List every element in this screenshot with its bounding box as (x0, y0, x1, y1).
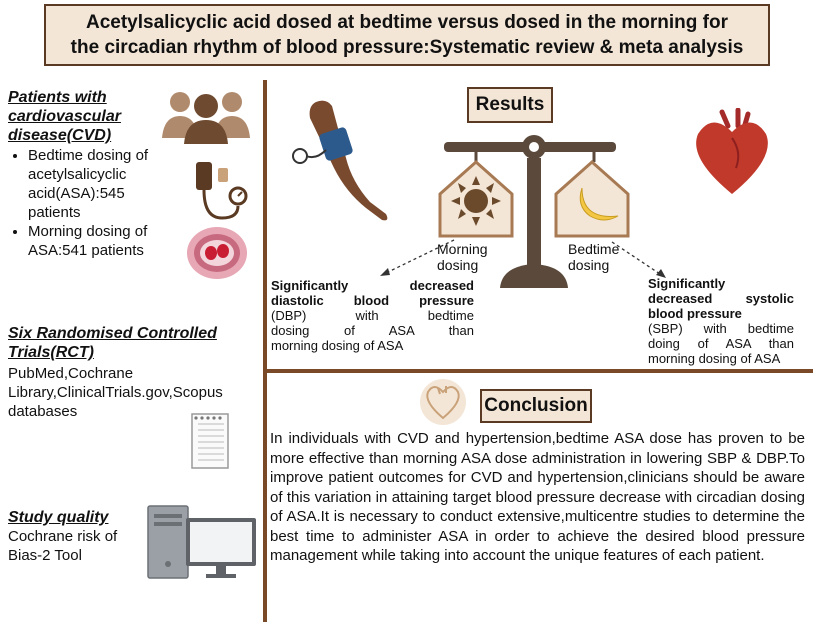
trials-databases: PubMed,Cochrane Library,ClinicalTrials.g… (8, 365, 223, 420)
conclusion-text: In individuals with CVD and hypertension… (270, 430, 805, 564)
horizontal-divider (267, 369, 813, 373)
heart-outline-icon (420, 379, 466, 425)
blood-pressure-monitor-icon (196, 162, 248, 220)
arrow-to-dbp (380, 239, 455, 276)
vertical-divider (263, 80, 267, 622)
dbp-finding: Significantly decreased diastolic blood … (271, 278, 474, 353)
sbp-finding: Significantly decreased systolic blood p… (648, 276, 794, 366)
heart-icon (696, 108, 768, 194)
people-icon (162, 92, 250, 144)
sun-icon (451, 176, 501, 226)
arm-blood-pressure-cuff-icon (292, 100, 388, 221)
results-title: Results (467, 87, 553, 123)
quality-heading: Study quality (8, 509, 109, 526)
list-item: Morning dosing of ASA:541 patients (28, 222, 228, 260)
notebook-icon (191, 413, 229, 469)
title-line-2: the circadian rhythm of blood pressure:S… (70, 37, 744, 58)
patients-heading: Patients with cardiovascular disease(CVD… (8, 89, 121, 144)
quality-text: Cochrane risk of Bias-2 Tool (8, 528, 118, 564)
blood-vessel-icon (187, 227, 247, 279)
conclusion-title: Conclusion (480, 389, 592, 423)
title-line-1: Acetylsalicyclic acid dosed at bedtime v… (86, 12, 728, 33)
patients-list: Bedtime dosing of acetylsalicyclic acid(… (0, 146, 228, 260)
poster-title: Acetylsalicyclic acid dosed at bedtime v… (44, 4, 770, 66)
trials-heading: Six Randomised Controlled Trials(RCT) (8, 325, 217, 361)
moon-icon (579, 187, 619, 221)
list-item: Bedtime dosing of acetylsalicyclic acid(… (28, 146, 228, 222)
computer-icon (147, 505, 256, 579)
arrow-to-sbp (611, 241, 666, 278)
